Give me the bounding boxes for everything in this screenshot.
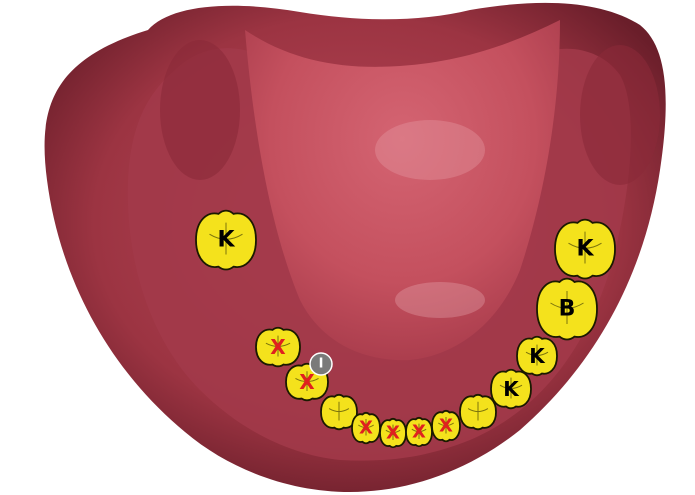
tooth-label: B [559,297,576,322]
gum-lobe-left [160,40,240,180]
tooth-incisor-1[interactable]: X [352,413,380,443]
extraction-mark: X [412,422,426,443]
extraction-mark: X [386,423,400,444]
tooth-incisor-2[interactable]: X [380,419,406,447]
tooth-right-premolar-2[interactable]: K [517,337,557,376]
tooth-label: K [503,377,520,401]
tooth-incisor-3[interactable]: X [406,418,432,446]
tooth-right-molar-2[interactable]: K [555,220,615,279]
tooth-right-molar-1[interactable]: B [537,279,597,340]
tooth-label: K [217,228,235,253]
tooth-left-molar[interactable]: K [196,211,256,270]
extraction-mark: X [270,335,286,359]
tooth-label: K [576,237,594,262]
tongue-highlight [395,282,485,318]
tooth-right-canine[interactable] [460,395,496,430]
tooth-right-premolar-1[interactable]: K [491,370,531,409]
tooth-label: K [529,344,546,368]
tooth-left-premolar-1[interactable]: X [256,328,300,367]
extraction-mark: X [359,418,373,439]
implant-marker-icon[interactable]: I [310,353,332,375]
tongue-highlight [375,120,485,180]
extraction-mark: X [299,370,315,394]
tooth-incisor-4[interactable]: X [432,411,460,441]
gum-lobe-right [580,45,660,185]
extraction-mark: X [439,416,453,437]
implant-marker-label: I [319,357,324,372]
